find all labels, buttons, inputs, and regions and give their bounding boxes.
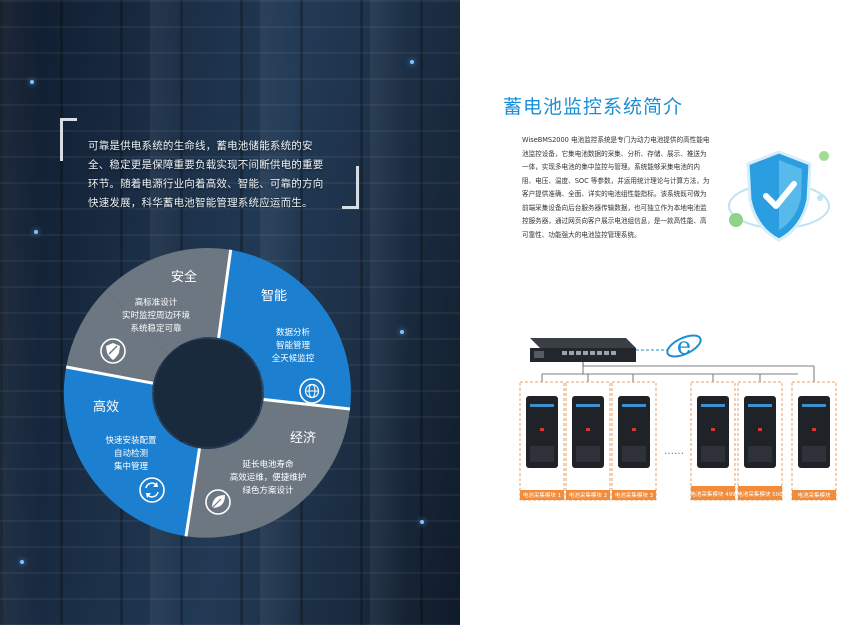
segment-economy [186, 399, 350, 538]
segment-efficient-line: 自动检测 [114, 448, 148, 459]
ring-divider [184, 448, 201, 537]
shield-icon [100, 338, 126, 364]
status-led [20, 560, 24, 564]
rack-column [370, 0, 430, 625]
globe-icon [299, 378, 325, 404]
status-led [410, 60, 414, 64]
collector-module: 电池采集模块 499 [690, 381, 736, 501]
refresh-icon [139, 477, 165, 503]
segment-economy-line: 延长电池寿命 [242, 459, 294, 470]
browser-icon: e [666, 332, 702, 360]
right-page [460, 0, 860, 625]
collector-module: 电池采集模块 500 [737, 381, 783, 501]
segment-smart-line: 数据分析 [276, 327, 311, 338]
system-description: WiseBMS2000 电池监控系统是专门为动力电池提供的高性能电池监控设备，它… [522, 136, 710, 239]
ring-divider [65, 365, 154, 385]
module-label: 电池采集模块 3 [615, 491, 654, 499]
segment-safety-title: 安全 [171, 269, 197, 285]
status-led [420, 520, 424, 524]
system-topology-diagram: e 电池采集模块 1 电池采集模块 2 [519, 332, 837, 501]
segment-safety-line: 实时监控周边环境 [122, 310, 191, 321]
module-label: 电池采集模块 1 [523, 491, 561, 499]
collector-module: 电池采集模块 [791, 381, 837, 501]
rack-column [0, 0, 70, 625]
bms-server-unit [530, 338, 636, 362]
leaf-icon [205, 489, 231, 515]
module-label: 电池采集模块 500 [737, 490, 783, 498]
segment-efficient-line: 集中管理 [114, 461, 149, 472]
segment-economy-title: 经济 [290, 431, 316, 446]
module-label: 电池采集模块 499 [690, 490, 736, 498]
checkmark-icon [763, 181, 797, 209]
collector-module: 电池采集模块 1 [519, 381, 565, 501]
status-led [34, 230, 38, 234]
quote-bracket-close [342, 166, 359, 209]
segment-safety-tail [66, 290, 169, 384]
collector-module: 电池采集模块 2 [565, 381, 611, 501]
shield-highlight [779, 160, 802, 230]
green-orb-icon [819, 151, 829, 161]
segment-smart-title: 智能 [261, 289, 287, 304]
segment-safety-line: 高标准设计 [135, 297, 178, 308]
ellipsis: …… [664, 446, 684, 457]
ring-divider [263, 398, 351, 411]
status-led [30, 80, 34, 84]
bus-lines [541, 362, 815, 382]
segment-smart-line: 全天候监控 [272, 353, 315, 364]
svg-text:e: e [677, 332, 691, 360]
ring-divider [217, 249, 233, 339]
blue-orb-icon [817, 195, 823, 201]
segment-efficient-title: 高效 [93, 399, 119, 415]
page-title: 蓄电池监控系统简介 [503, 96, 684, 118]
ring-center [154, 339, 262, 447]
module-label: 电池采集模块 [797, 491, 831, 499]
segment-smart [218, 249, 351, 409]
intro-paragraph: 可靠是供电系统的生命线，蓄电池储能系统的安全、稳定更是保障重要负载实现不间断供电… [88, 139, 324, 209]
segment-efficient-line: 快速安装配置 [105, 435, 157, 446]
security-shield-illustration [728, 150, 830, 242]
status-led [400, 330, 404, 334]
segment-efficient [63, 367, 200, 537]
green-orb-icon [729, 213, 743, 227]
collector-module: 电池采集模块 3 [611, 381, 657, 501]
feature-ring-diagram: 安全 高标准设计 实时监控周边环境 系统稳定可靠 智能 数据分析 智能管理 全天… [63, 248, 351, 538]
segment-safety-line: 系统稳定可靠 [130, 323, 182, 334]
segment-smart-line: 智能管理 [276, 340, 311, 351]
segment-economy-line: 绿色方案设计 [242, 485, 294, 496]
segment-safety [105, 248, 231, 355]
segment-economy-line: 高效运维，便捷维护 [230, 472, 307, 483]
quote-bracket-open [60, 118, 77, 161]
module-label: 电池采集模块 2 [569, 491, 607, 499]
